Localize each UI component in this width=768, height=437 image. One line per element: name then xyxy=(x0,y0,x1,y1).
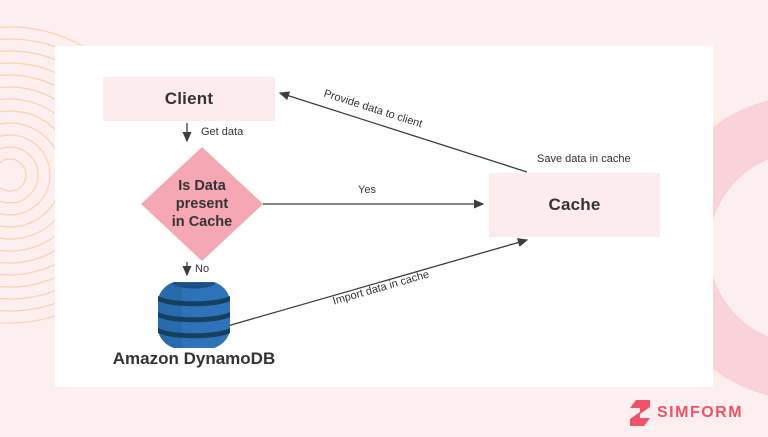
cache-node-label: Cache xyxy=(548,195,601,214)
decision-line-2: present xyxy=(175,196,229,212)
yes-edge-label: Yes xyxy=(358,184,376,196)
simform-s-icon xyxy=(630,400,650,426)
client-node-label: Client xyxy=(164,89,214,108)
decision-line-1: Is Data xyxy=(178,178,226,194)
save-data-edge-label: Save data in cache xyxy=(537,153,631,165)
import-data-arrow xyxy=(223,238,529,328)
dynamodb-node-label: Amazon DynamoDB xyxy=(112,349,276,368)
simform-logo-text: SIMFORM xyxy=(657,404,744,421)
cache-node: Cache xyxy=(489,173,660,237)
diagram-edges-layer xyxy=(141,91,529,328)
get-data-edge-label: Get data xyxy=(201,126,244,138)
dynamodb-database-icon xyxy=(158,282,230,348)
provide-data-arrow xyxy=(278,91,528,173)
simform-logo: SIMFORM xyxy=(628,399,743,427)
decision-line-3: in Cache xyxy=(171,214,233,230)
client-node: Client xyxy=(103,77,275,121)
no-edge-label: No xyxy=(195,263,210,275)
decision-node-label: Is Data present in Cache xyxy=(152,177,252,231)
decision-diamond xyxy=(141,147,263,261)
diagram-canvas: Client Is Data present in Cache Cache Am… xyxy=(55,46,713,387)
